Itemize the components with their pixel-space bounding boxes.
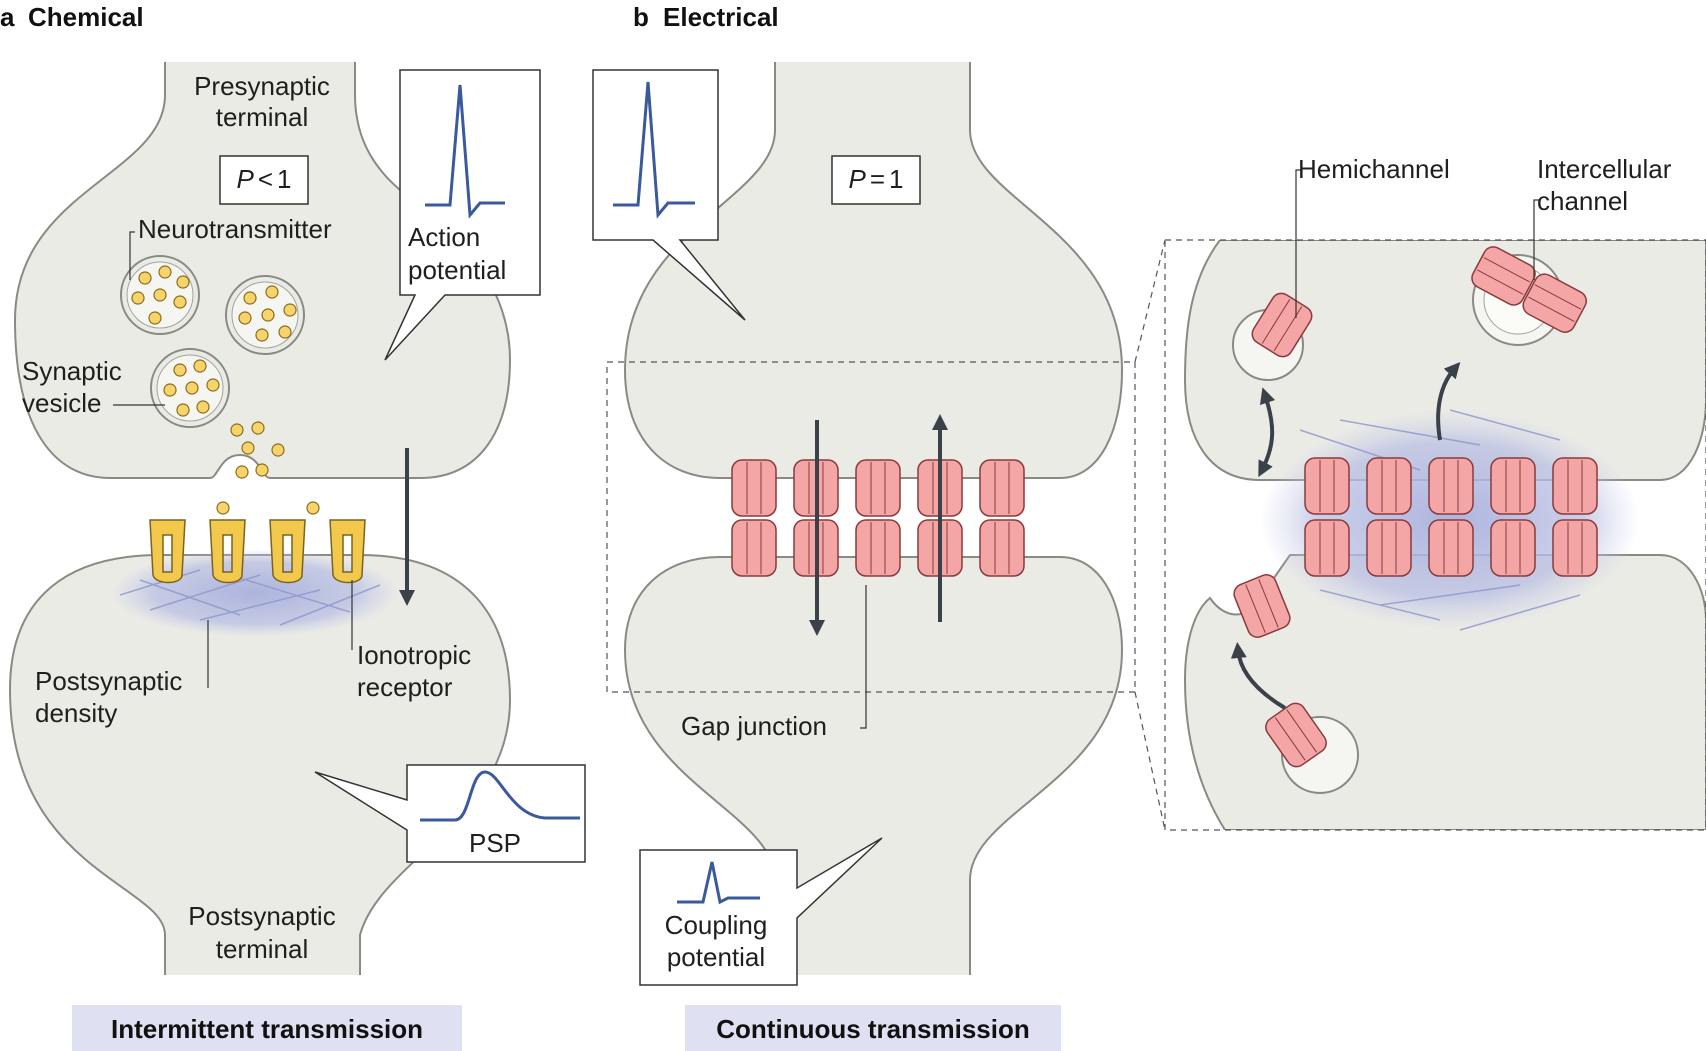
action-potential-label-1: Action xyxy=(408,222,480,252)
coupling-potential-label-2: potential xyxy=(667,942,765,972)
density-mesh xyxy=(119,569,381,626)
psp-label: PSP xyxy=(469,828,521,858)
probability-a: P<1 xyxy=(237,164,292,194)
ionotropic-receptor-label-2: receptor xyxy=(357,672,453,702)
panel-a-letter: a xyxy=(0,2,15,32)
coupling-potential-label-1: Coupling xyxy=(665,910,768,940)
gap-junction-leader xyxy=(860,585,867,729)
synaptic-vesicle-label-2: vesicle xyxy=(22,388,101,418)
zoom-line-bottom xyxy=(1134,691,1166,831)
arrow-vesicle-to-membrane xyxy=(1230,642,1287,710)
action-potential-trace-b xyxy=(613,81,695,219)
psp-callout xyxy=(314,764,586,863)
postsynaptic-terminal-label-1: Postsynaptic xyxy=(188,901,335,931)
intercellular-channel-label-2: channel xyxy=(1537,186,1628,216)
banner-a-text: Intermittent transmission xyxy=(111,1014,423,1044)
presynaptic-label-2: terminal xyxy=(216,102,308,132)
action-potential-callout-b xyxy=(592,69,746,321)
hemichannel-label: Hemichannel xyxy=(1298,154,1450,184)
action-potential-callout xyxy=(384,69,541,361)
action-potential-label-2: potential xyxy=(408,255,506,285)
postsynaptic-density-label-1: Postsynaptic xyxy=(35,666,182,696)
panel-a: a Chemical xyxy=(0,2,586,1051)
intercellular-channel-label-1: Intercellular xyxy=(1537,154,1672,184)
zoom-box xyxy=(606,361,1136,693)
ionotropic-receptor-label-1: Ionotropic xyxy=(357,640,471,670)
action-potential-trace xyxy=(425,84,505,219)
postsynaptic-cell-b xyxy=(623,556,1124,975)
arrow-hemichannel-to-plaque xyxy=(1258,387,1276,478)
banner-a xyxy=(72,1005,462,1051)
postsynaptic-density-label-2: density xyxy=(35,698,117,728)
intercellular-channel-leader xyxy=(1533,199,1540,280)
banner-b-text: Continuous transmission xyxy=(716,1014,1029,1044)
presynaptic-label-1: Presynaptic xyxy=(194,71,330,101)
probability-box-b xyxy=(831,155,921,205)
neurotransmitter-label: Neurotransmitter xyxy=(138,214,332,244)
panel-b-title: Electrical xyxy=(663,2,779,32)
arrow-plaque-to-internalized xyxy=(1436,361,1461,441)
zoom-inset: Hemichannel Intercellular channel xyxy=(1164,154,1706,831)
panel-b: b Electrical Gap junction P=1 xyxy=(592,2,1166,1051)
postsynaptic-terminal-label-2: terminal xyxy=(216,934,308,964)
inset-border xyxy=(1164,239,1706,831)
probability-box-a xyxy=(219,155,309,205)
panel-a-title: Chemical xyxy=(28,2,144,32)
coupling-potential-trace xyxy=(677,861,760,905)
leader-lines-a xyxy=(113,231,353,688)
probability-b: P=1 xyxy=(849,164,904,194)
synaptic-vesicle-label-1: Synaptic xyxy=(22,356,122,386)
inset-density-mesh xyxy=(1299,409,1581,631)
ionotropic-receptors xyxy=(149,519,366,584)
hemichannel-leader xyxy=(1295,169,1302,318)
psp-trace xyxy=(420,770,580,822)
gap-junction-channels xyxy=(731,459,1025,577)
neurotransmitter-dots xyxy=(131,265,320,515)
gap-junction-label: Gap junction xyxy=(681,711,827,741)
panel-b-letter: b xyxy=(633,2,649,32)
coupling-potential-callout xyxy=(639,837,883,986)
zoom-line-top xyxy=(1134,239,1166,363)
banner-b xyxy=(685,1005,1061,1051)
